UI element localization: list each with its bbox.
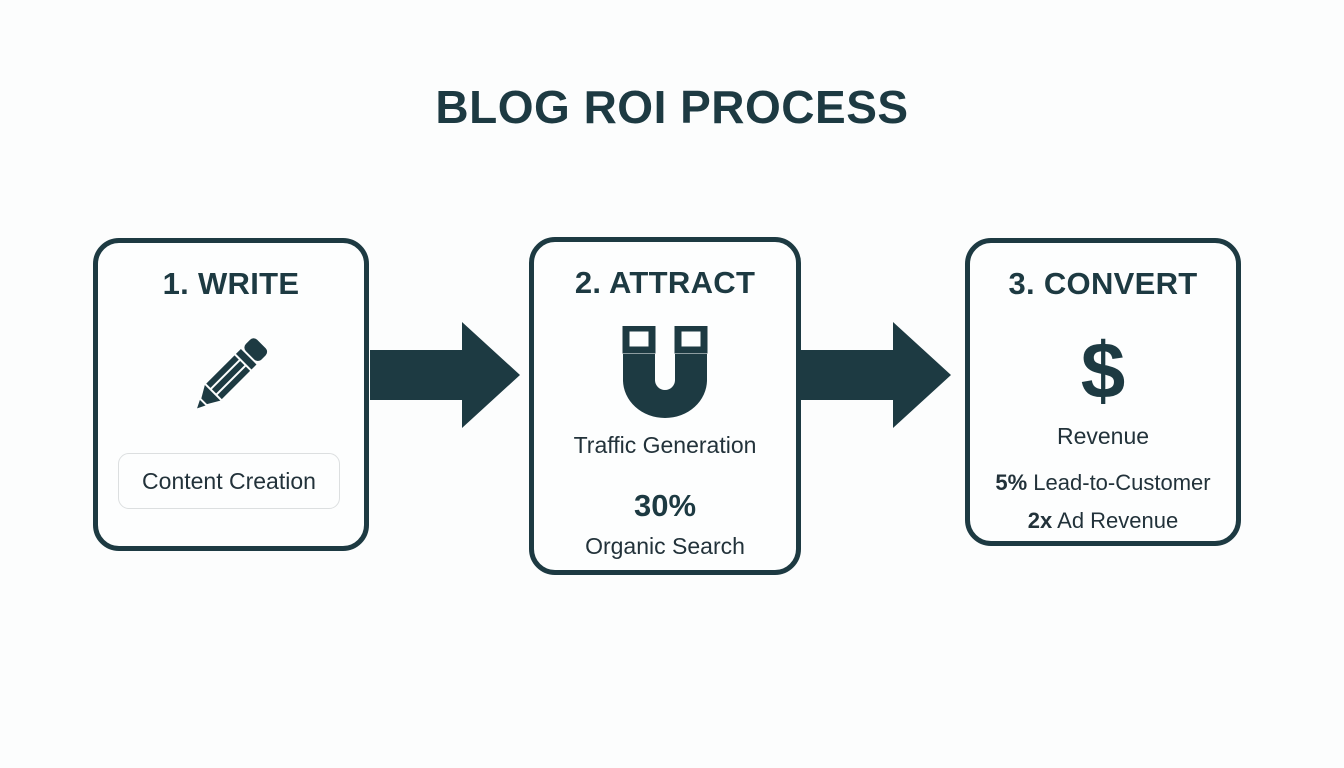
content-creation-pill-label: Content Creation (142, 467, 316, 494)
lead-to-customer-label: Lead-to-Customer (1027, 470, 1211, 495)
lead-to-customer-value: 5% (995, 470, 1028, 495)
pencil-icon (183, 325, 279, 421)
traffic-generation-label: Traffic Generation (573, 432, 757, 458)
arrow-attract-to-convert (801, 318, 951, 432)
page-title: BLOG ROI PROCESS (435, 81, 909, 133)
organic-search-percent: 30% (633, 488, 697, 523)
step-card-convert[interactable]: 3. CONVERT $ Revenue 5% Lead-to-Customer… (965, 238, 1241, 546)
step-card-write[interactable]: 1. WRITE (93, 238, 369, 551)
revenue-label: Revenue (1056, 423, 1150, 449)
step-card-attract-title: 2. ATTRACT (574, 265, 756, 300)
step-card-write-title: 1. WRITE (162, 266, 300, 301)
content-creation-pill[interactable]: Content Creation (118, 453, 340, 509)
dollar-icon: $ (1080, 326, 1126, 415)
dollar-icon-wrap: $ (970, 321, 1236, 421)
pencil-icon-wrap (98, 321, 364, 425)
organic-search-label: Organic Search (585, 533, 745, 559)
lead-to-customer-stat: 5% Lead-to-Customer (970, 470, 1236, 496)
arrow-write-to-attract (370, 318, 520, 432)
ad-revenue-stat: 2x Ad Revenue (970, 508, 1236, 534)
magnet-icon (617, 326, 713, 418)
magnet-icon-wrap (534, 322, 796, 422)
ad-revenue-value: 2x (1027, 508, 1053, 533)
step-card-attract[interactable]: 2. ATTRACT Traffic Generation 30% Organi… (529, 237, 801, 575)
step-card-convert-title: 3. CONVERT (1008, 266, 1198, 301)
ad-revenue-label: Ad Revenue (1052, 508, 1179, 533)
